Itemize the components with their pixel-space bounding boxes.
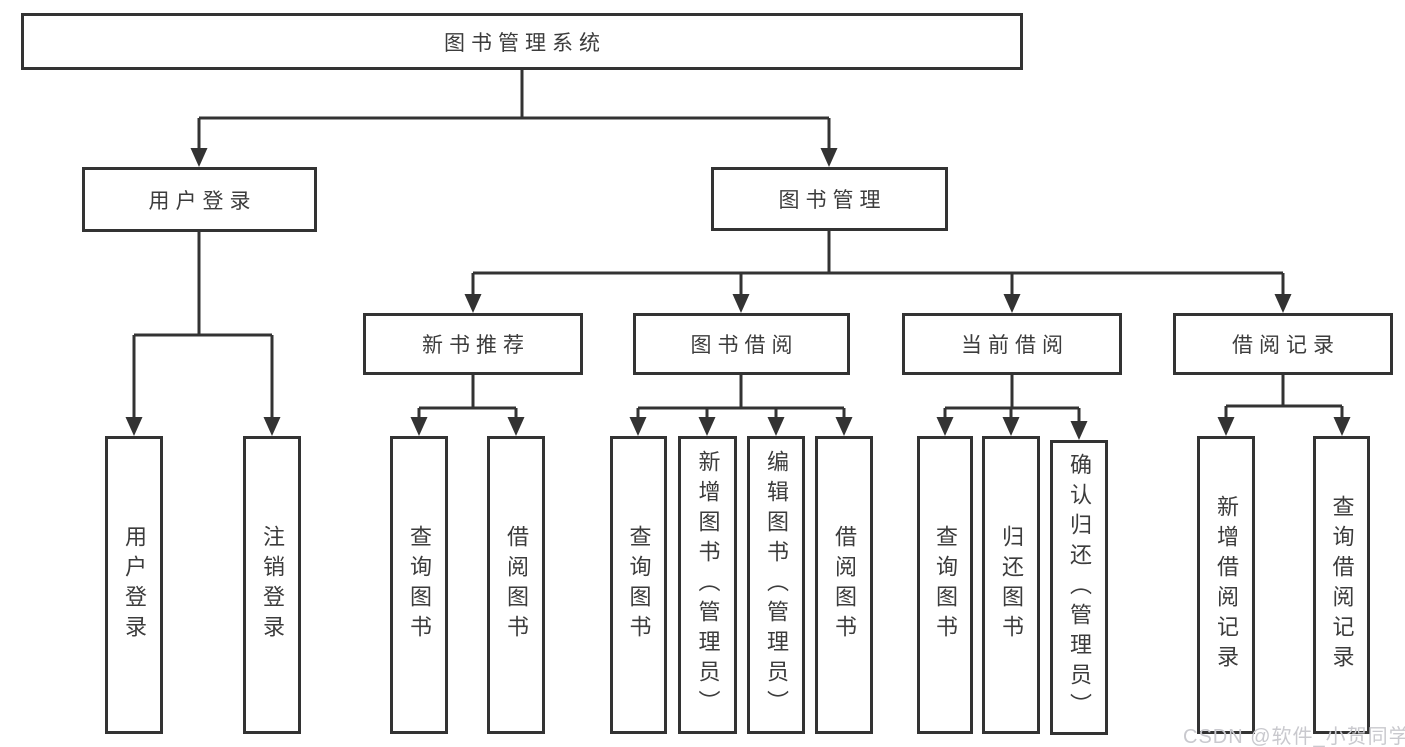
leaf-edit-books-admin: 编辑图书（管理员） — [747, 436, 805, 734]
arrowhead-icon — [1333, 417, 1351, 436]
connector-userlogin-to-leaves — [125, 232, 281, 436]
arrowhead-icon — [767, 417, 785, 436]
leaf-add-borrow-record: 新增借阅记录 — [1197, 436, 1255, 734]
leaf-query-books-recommend: 查询图书 — [390, 436, 448, 734]
node-book-borrow: 图书借阅 — [633, 313, 850, 375]
leaf-user-login: 用户登录 — [105, 436, 163, 734]
leaf-borrow-books-recommend: 借阅图书 — [487, 436, 545, 734]
leaf-borrow-books: 借阅图书 — [815, 436, 873, 734]
node-book-management: 图书管理 — [711, 167, 948, 231]
leaf-query-books-current: 查询图书 — [917, 436, 973, 734]
leaf-confirm-return-admin: 确认归还（管理员） — [1050, 440, 1108, 735]
leaf-query-books-borrow: 查询图书 — [610, 436, 667, 734]
node-user-login: 用户登录 — [82, 167, 317, 232]
arrowhead-icon — [1003, 294, 1021, 313]
connector-recommend-to-leaves — [410, 375, 525, 436]
leaf-logout: 注销登录 — [243, 436, 301, 734]
arrowhead-icon — [698, 417, 716, 436]
watermark: CSDN @软件_小贺同学 — [1183, 726, 1405, 747]
arrowhead-icon — [629, 417, 647, 436]
connector-records-to-leaves — [1217, 374, 1351, 436]
node-new-book-recommend: 新书推荐 — [363, 313, 583, 375]
connector-current-to-leaves — [936, 375, 1088, 440]
arrowhead-icon — [1274, 294, 1292, 313]
arrowhead-icon — [464, 294, 482, 313]
arrowhead-icon — [410, 417, 428, 436]
arrowhead-icon — [1070, 421, 1088, 440]
connector-borrow-to-leaves — [629, 375, 853, 436]
arrowhead-icon — [835, 417, 853, 436]
arrowhead-icon — [732, 294, 750, 313]
arrowhead-icon — [936, 417, 954, 436]
node-library-system: 图书管理系统 — [21, 13, 1023, 70]
connector-bookmgmt-to-level3 — [464, 231, 1292, 313]
arrowhead-icon — [263, 417, 281, 436]
node-current-borrow: 当前借阅 — [902, 313, 1122, 375]
leaf-return-books: 归还图书 — [982, 436, 1040, 734]
leaf-add-books-admin: 新增图书（管理员） — [678, 436, 737, 734]
node-borrow-records: 借阅记录 — [1173, 313, 1393, 375]
connector-root-to-level2 — [190, 70, 838, 167]
arrowhead-icon — [507, 417, 525, 436]
arrowhead-icon — [1002, 417, 1020, 436]
arrowhead-icon — [820, 148, 838, 167]
leaf-query-borrow-record: 查询借阅记录 — [1313, 436, 1370, 734]
arrowhead-icon — [1217, 417, 1235, 436]
arrowhead-icon — [190, 148, 208, 167]
arrowhead-icon — [125, 417, 143, 436]
